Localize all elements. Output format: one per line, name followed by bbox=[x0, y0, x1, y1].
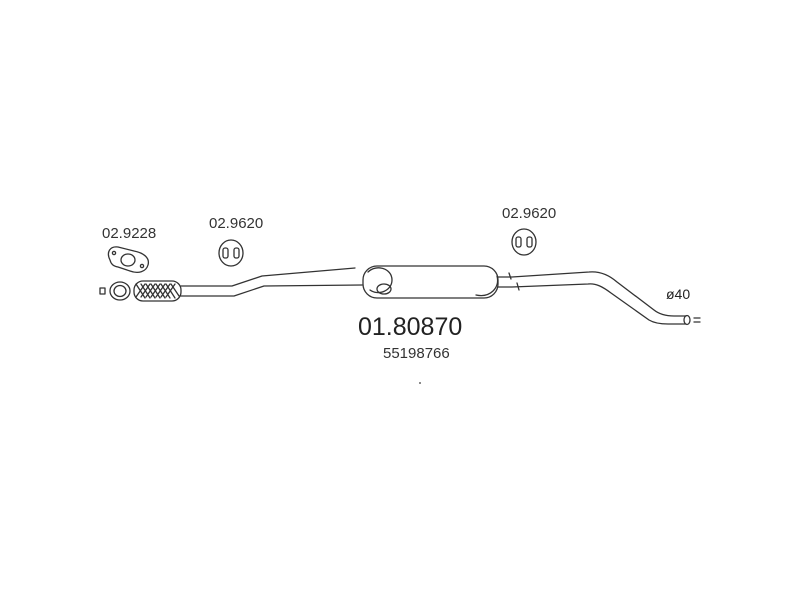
oem-number: 55198766 bbox=[383, 345, 450, 362]
clamp-mark bbox=[508, 272, 520, 291]
hanger-right-part-label: 02.9620 bbox=[502, 205, 557, 222]
rear-pipe bbox=[497, 271, 687, 325]
hanger-right-icon bbox=[511, 228, 537, 256]
gasket-part-label: 02.9228 bbox=[102, 225, 157, 242]
flex-pipe bbox=[133, 280, 182, 302]
pipe-end-marker-left bbox=[99, 287, 106, 295]
hanger-left-part-label: 02.9620 bbox=[209, 215, 264, 232]
main-part-number: 01.80870 bbox=[358, 313, 463, 341]
hanger-left-icon bbox=[218, 239, 244, 267]
tailpipe-end bbox=[683, 314, 701, 326]
diameter-label: ø40 bbox=[666, 286, 691, 302]
front-flange bbox=[109, 281, 131, 301]
front-pipe bbox=[180, 267, 363, 297]
muffler bbox=[362, 265, 499, 299]
gasket-part-icon bbox=[107, 246, 150, 273]
stray-dot bbox=[419, 382, 421, 384]
